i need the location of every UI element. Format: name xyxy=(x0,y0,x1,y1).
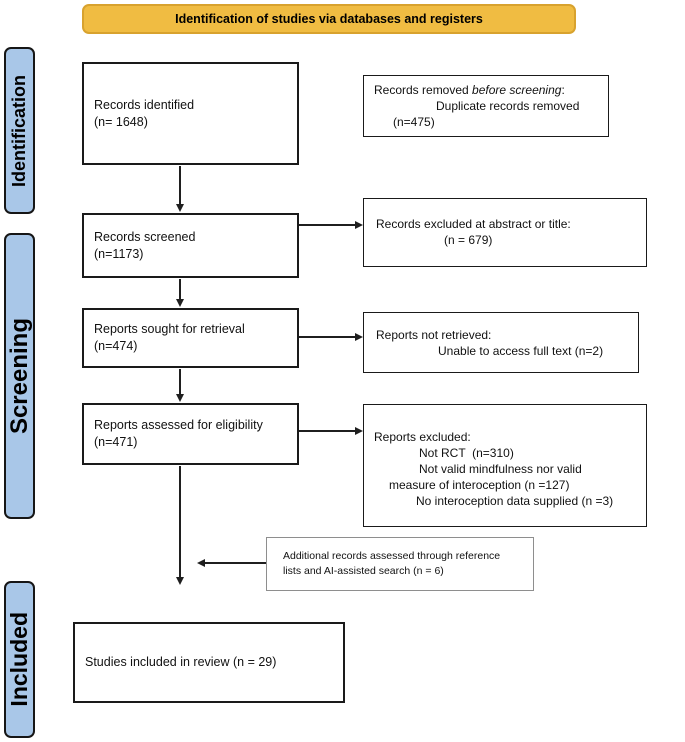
box-reports-excluded: Reports excluded: Not RCT (n=310) Not va… xyxy=(363,404,647,527)
reports-not-retrieved-reason: Unable to access full text (n=2) xyxy=(438,344,604,358)
records-screened-count: (n=1173) xyxy=(94,246,144,261)
records-removed-title-prefix: Records removed xyxy=(374,83,473,97)
records-excluded-count: (n = 679) xyxy=(444,233,493,247)
box-records-identified: Records identified (n= 1648) xyxy=(82,62,299,165)
arrow-assessed-to-included-line xyxy=(179,466,181,579)
arrow-screened-to-excluded-head xyxy=(355,220,363,229)
additional-records-line1: Additional records assessed through refe… xyxy=(283,550,501,562)
records-removed-title-italic: before screening xyxy=(472,83,562,97)
additional-records-line2: lists and AI-assisted search (n = 6) xyxy=(283,565,444,577)
duplicate-records-removed-count: (n=475) xyxy=(393,115,435,129)
arrow-sought-to-assessed-line xyxy=(179,369,181,396)
duplicate-records-removed-line: Duplicate records removed xyxy=(436,99,580,113)
box-studies-included: Studies included in review (n = 29) xyxy=(73,622,345,703)
stage-tab-identification-label: Identification xyxy=(9,74,29,187)
reports-assessed-line1: Reports assessed for eligibility xyxy=(94,418,263,432)
box-records-removed-before-screening: Records removed before screening: Duplic… xyxy=(363,75,609,137)
records-screened-line1: Records screened xyxy=(94,229,196,244)
records-excluded-title: Records excluded at abstract or title: xyxy=(376,217,571,231)
arrow-screened-to-excluded-line xyxy=(299,224,356,226)
arrow-additional-records-line xyxy=(205,562,266,564)
reports-assessed-count: (n=471) xyxy=(94,435,138,449)
arrow-additional-records-head xyxy=(197,558,205,567)
arrow-screened-to-sought-head xyxy=(175,299,184,307)
arrow-screened-to-sought-line xyxy=(179,279,181,302)
arrow-assessed-to-included-head xyxy=(175,577,184,585)
records-identified-count: (n= 1648) xyxy=(94,114,148,129)
box-records-screened: Records screened (n=1173) xyxy=(82,213,299,278)
stage-tab-included: Included xyxy=(4,581,35,738)
arrow-sought-to-notretrieved-line xyxy=(299,336,356,338)
stage-tab-included-label: Included xyxy=(6,612,32,707)
box-records-excluded-abstract-title: Records excluded at abstract or title: (… xyxy=(363,198,647,267)
banner-identification-via-databases: Identification of studies via databases … xyxy=(82,4,576,34)
records-identified-line1: Records identified xyxy=(94,97,195,112)
box-additional-records: Additional records assessed through refe… xyxy=(266,537,534,591)
arrow-sought-to-notretrieved-head xyxy=(355,332,363,341)
reports-sought-count: (n=474) xyxy=(94,339,138,353)
stage-tab-screening: Screening xyxy=(4,233,35,519)
reports-excluded-reason-not-valid-1: Not valid mindfulness nor valid xyxy=(419,462,582,476)
box-reports-not-retrieved: Reports not retrieved: Unable to access … xyxy=(363,312,639,373)
reports-excluded-reason-not-rct: Not RCT (n=310) xyxy=(419,446,514,460)
studies-included-line1: Studies included in review (n = 29) xyxy=(85,655,277,669)
stage-tab-identification: Identification xyxy=(4,47,35,214)
arrow-sought-to-assessed-head xyxy=(175,394,184,402)
reports-excluded-title: Reports excluded: xyxy=(374,430,471,444)
arrow-assessed-to-excluded-head xyxy=(355,426,363,435)
records-removed-title-suffix: : xyxy=(561,83,565,97)
arrow-identified-to-screened-line xyxy=(179,166,181,206)
arrow-assessed-to-excluded-line xyxy=(299,430,356,432)
banner-label: Identification of studies via databases … xyxy=(175,12,483,26)
box-reports-assessed: Reports assessed for eligibility (n=471) xyxy=(82,403,299,465)
stage-tab-screening-label: Screening xyxy=(5,317,33,435)
records-removed-title: Records removed before screening: xyxy=(364,82,608,98)
reports-excluded-reason-not-valid-2: measure of interoception (n =127) xyxy=(389,478,570,492)
reports-sought-line1: Reports sought for retrieval xyxy=(94,322,245,336)
box-reports-sought: Reports sought for retrieval (n=474) xyxy=(82,308,299,368)
reports-excluded-reason-no-data: No interoception data supplied (n =3) xyxy=(416,494,614,508)
reports-not-retrieved-title: Reports not retrieved: xyxy=(376,328,492,342)
arrow-identified-to-screened-head xyxy=(175,204,184,212)
